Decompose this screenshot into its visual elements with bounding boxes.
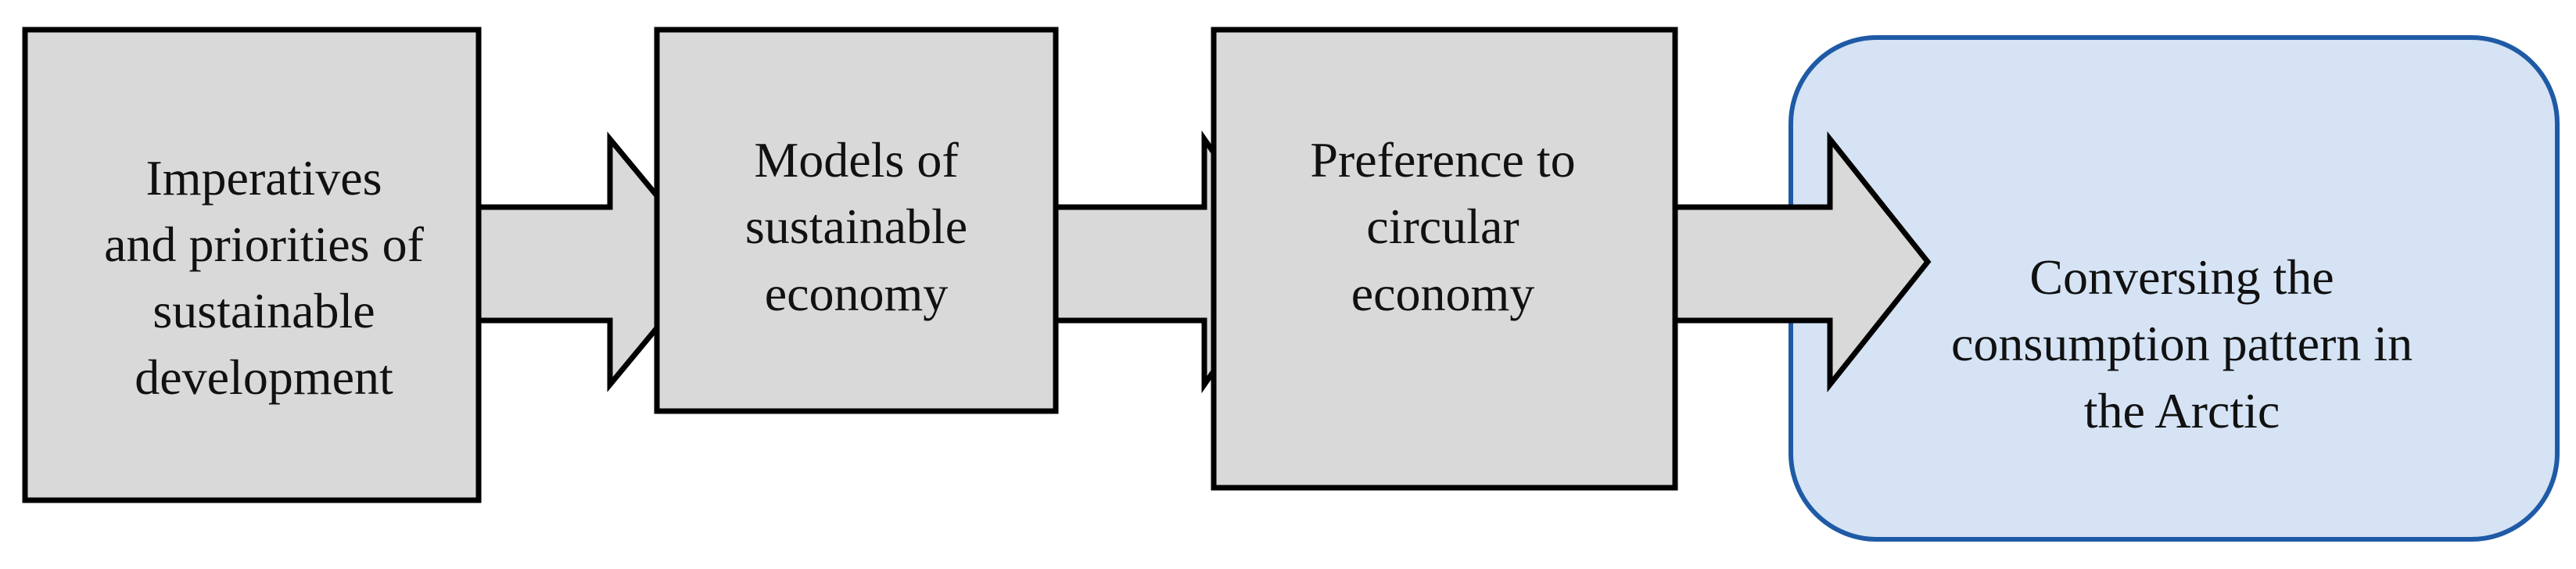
step-4-label: Conversing the consumption pattern in th… bbox=[1877, 188, 2487, 500]
step-1-line-4: development bbox=[135, 349, 393, 406]
step-2-line-3: economy bbox=[764, 265, 949, 321]
step-3-box bbox=[1211, 27, 1678, 491]
step-2-line-2: sustainable bbox=[744, 199, 968, 255]
step-1-line-1: Imperatives bbox=[145, 149, 382, 206]
step-4-line-3: the Arctic bbox=[2083, 382, 2280, 438]
step-1-line-2: and priorities of bbox=[104, 216, 424, 272]
step-4-line-1: Conversing the bbox=[2029, 249, 2334, 306]
step-2-box bbox=[654, 27, 1059, 414]
step-3-line-1: Preference to bbox=[1310, 132, 1576, 188]
step-1-line-3: sustainable bbox=[152, 283, 375, 338]
step-1-box bbox=[22, 27, 482, 503]
step-3-line-2: circular bbox=[1366, 199, 1519, 255]
arrow-step-3-to-4 bbox=[1663, 131, 1932, 393]
step-3-label: Preference to circular economy bbox=[1216, 74, 1670, 379]
step-3-line-3: economy bbox=[1351, 265, 1535, 321]
step-2-line-1: Models of bbox=[754, 132, 959, 188]
step-1-label: Imperatives and priorities of sustainabl… bbox=[47, 66, 481, 488]
step-4-line-2: consumption pattern in bbox=[1950, 316, 2413, 372]
step-2-label: Models of sustainable economy bbox=[661, 74, 1052, 379]
